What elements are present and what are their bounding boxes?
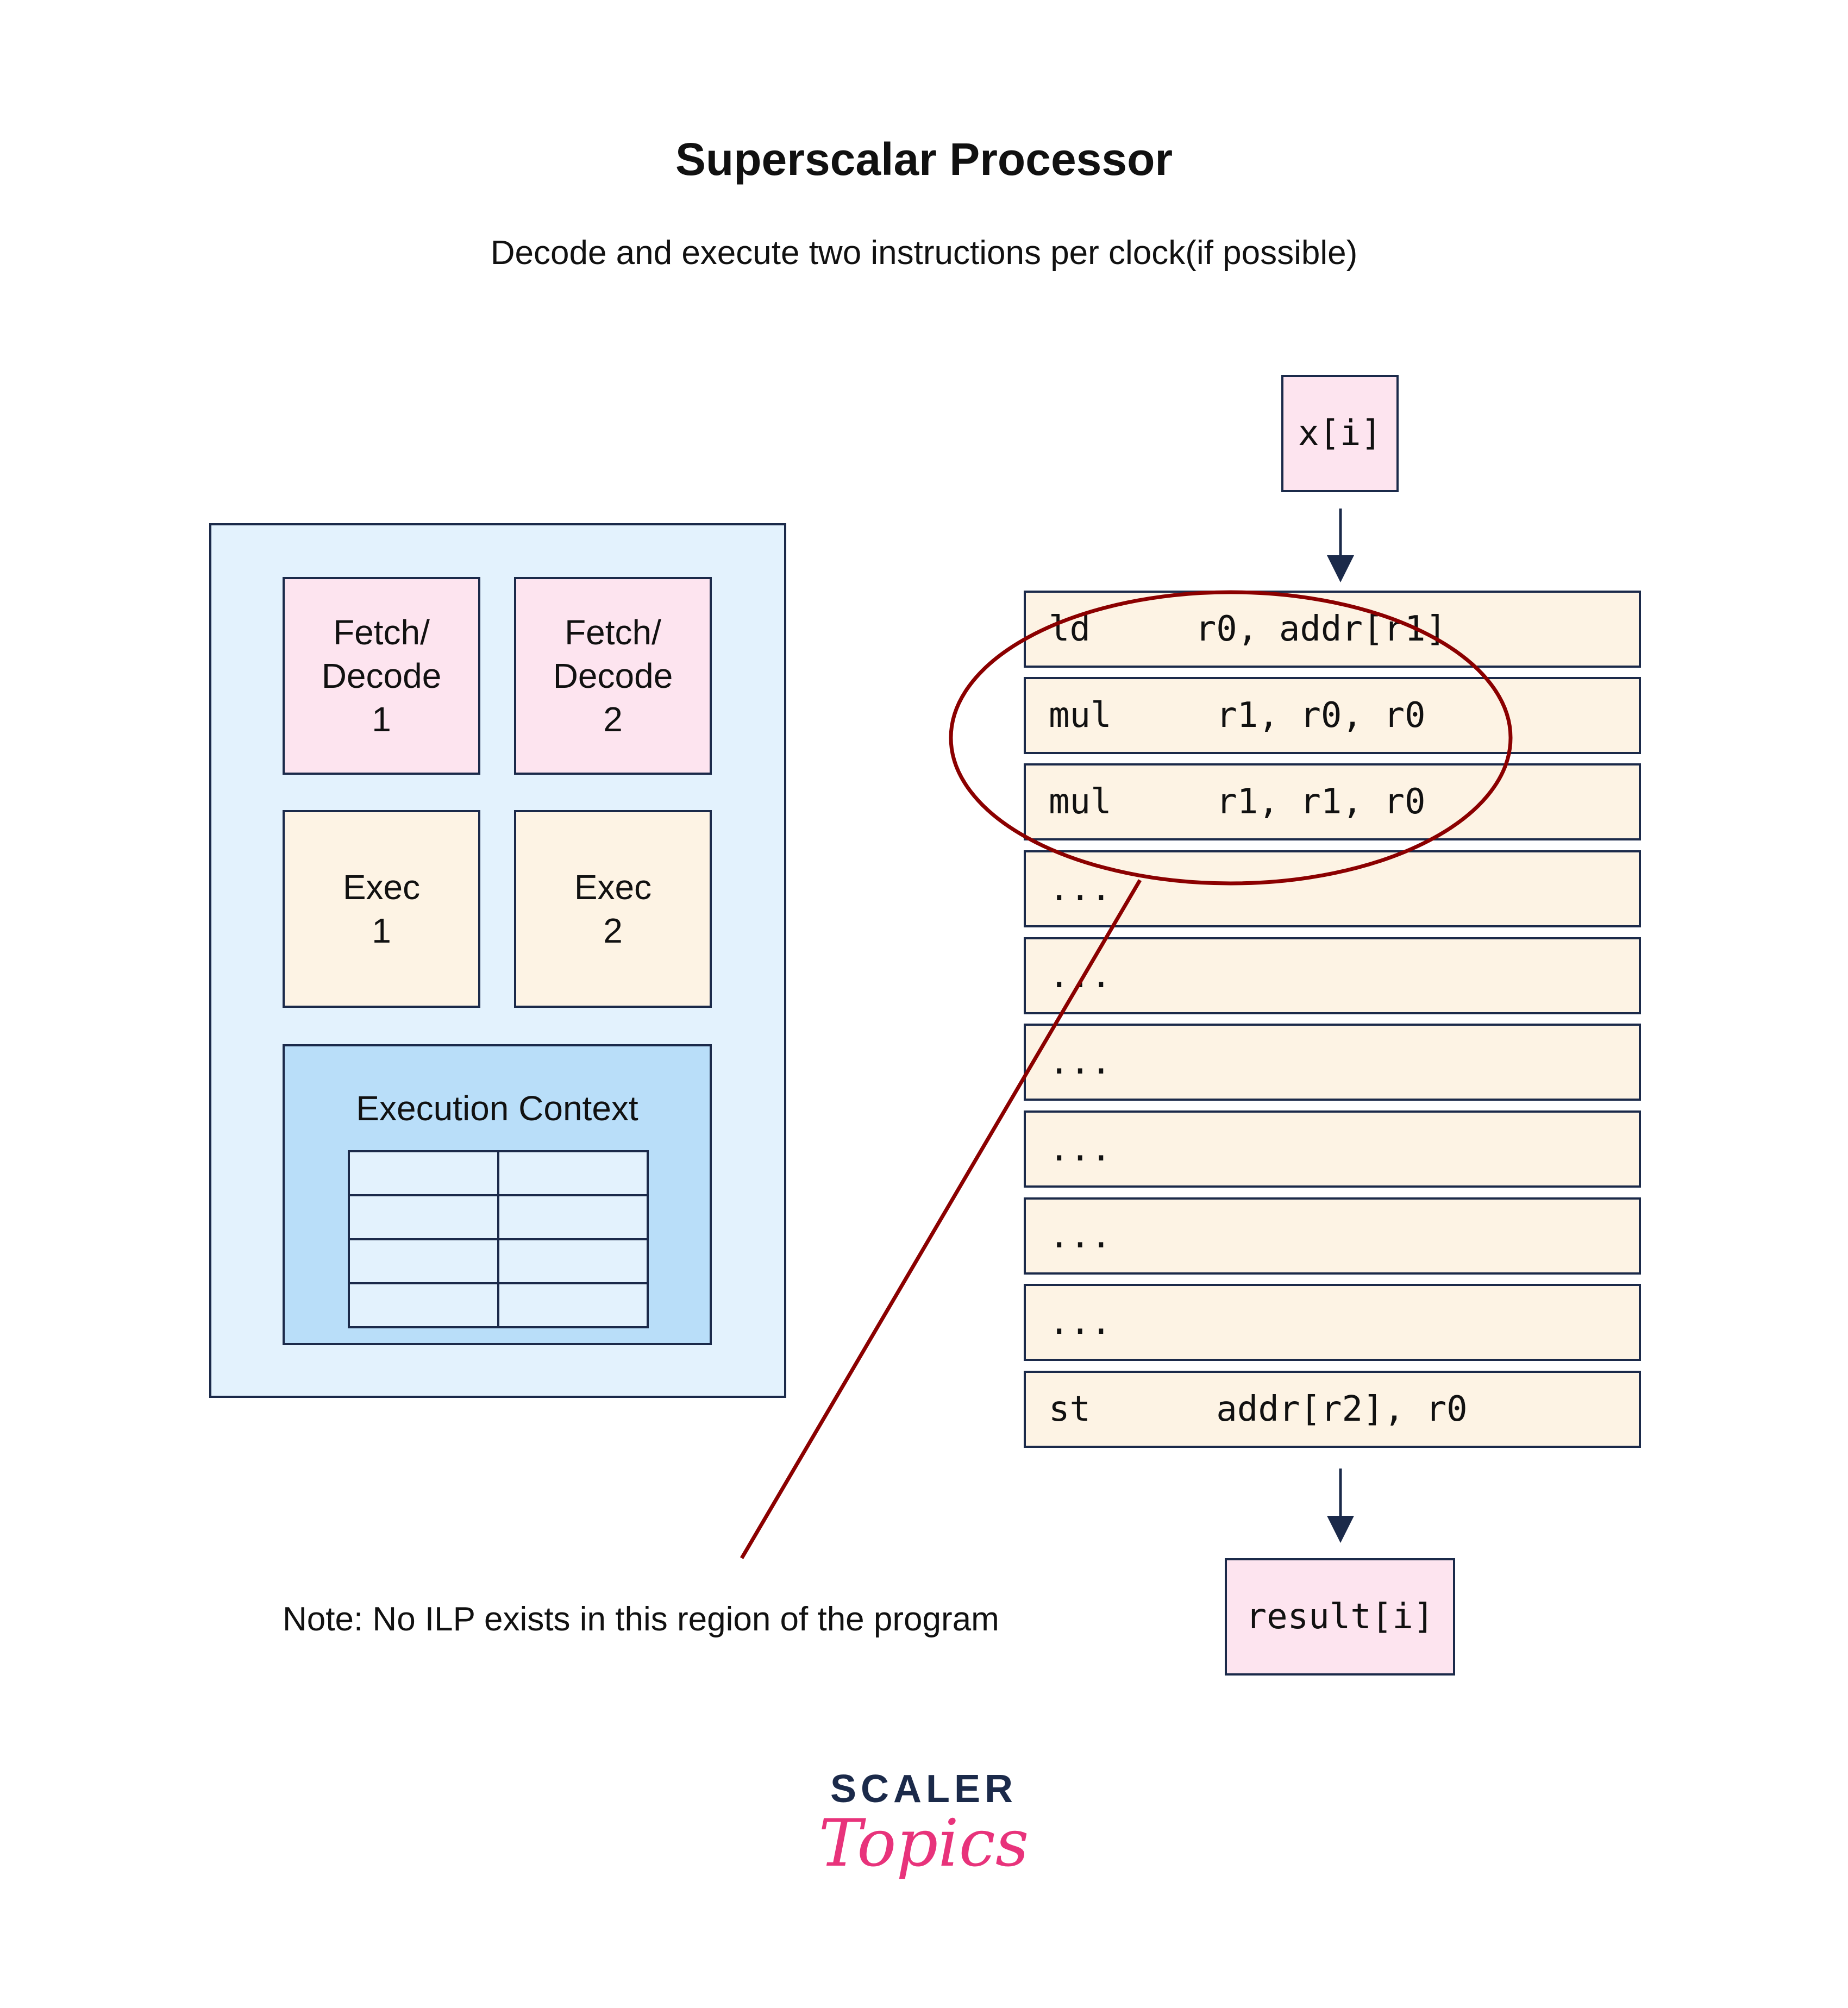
instruction-row: ... xyxy=(1024,850,1641,927)
register-table xyxy=(348,1150,649,1328)
instruction-row: ... xyxy=(1024,937,1641,1014)
execution-context-label: Execution Context xyxy=(356,1089,638,1128)
topics-logo-text: Topics xyxy=(818,1805,1029,1881)
diagram-title: Superscalar Processor xyxy=(675,133,1173,185)
input-box: x[i] xyxy=(1281,375,1399,492)
scaler-logo-text: SCALER xyxy=(830,1767,1017,1811)
register-cell xyxy=(348,1194,499,1240)
instruction-row: mul r1, r0, r0 xyxy=(1024,677,1641,754)
ilp-note: Note: No ILP exists in this region of th… xyxy=(283,1600,999,1638)
exec-unit-2: Exec 2 xyxy=(514,810,712,1008)
instruction-row: st addr[r2], r0 xyxy=(1024,1371,1641,1448)
register-cell xyxy=(348,1238,499,1284)
output-box: result[i] xyxy=(1225,1558,1455,1676)
input-label: x[i] xyxy=(1298,413,1382,454)
exec-unit-1: Exec 1 xyxy=(283,810,480,1008)
note-pointer-line xyxy=(740,879,1142,1559)
register-cell xyxy=(497,1238,649,1284)
register-row xyxy=(348,1282,649,1328)
register-row xyxy=(348,1150,649,1196)
register-cell xyxy=(497,1282,649,1328)
register-row xyxy=(348,1194,649,1240)
fetch-decode-unit-2: Fetch/ Decode 2 xyxy=(514,577,712,775)
exec-2-label: Exec 2 xyxy=(574,868,652,950)
instruction-row: ... xyxy=(1024,1110,1641,1188)
register-cell xyxy=(348,1150,499,1196)
register-cell xyxy=(348,1282,499,1328)
ilp-highlight-ellipse xyxy=(949,590,1513,886)
diagram-subtitle: Decode and execute two instructions per … xyxy=(490,234,1358,272)
exec-1-label: Exec 1 xyxy=(342,868,421,950)
register-cell xyxy=(497,1194,649,1240)
instruction-row: ... xyxy=(1024,1024,1641,1101)
instruction-row: ... xyxy=(1024,1284,1641,1361)
fetch-decode-unit-1: Fetch/ Decode 1 xyxy=(283,577,480,775)
fetch-decode-1-label: Fetch/ Decode 1 xyxy=(321,613,442,739)
output-label: result[i] xyxy=(1245,1597,1434,1637)
register-row xyxy=(348,1238,649,1284)
register-cell xyxy=(497,1150,649,1196)
fetch-decode-2-label: Fetch/ Decode 2 xyxy=(553,613,673,739)
instruction-row: mul r1, r1, r0 xyxy=(1024,763,1641,840)
instruction-row: ... xyxy=(1024,1197,1641,1275)
